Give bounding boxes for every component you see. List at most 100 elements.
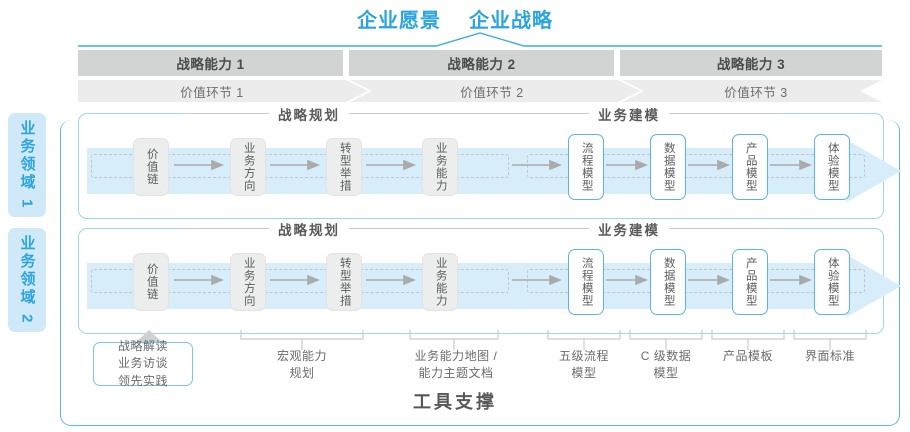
tool-label-line-1: 五级流程 [558,349,609,363]
tool-box-line-2: 业务访谈 [117,356,168,371]
capability-bar-2: 战略能力 2 [349,50,614,76]
domain-label-2-text: 业务领域 2 [18,234,36,326]
node-data-model-2[interactable]: 数据模型 [650,249,686,315]
support-label-backdrop [300,386,620,416]
node-label: 体验模型 [826,257,839,307]
section-label-modeling-1: 业务建模 [589,104,669,124]
header-title-group: 企业愿景 企业战略 [0,4,910,32]
arrow-icon [270,160,320,170]
support-footer-label: 工具支撑 [413,392,497,412]
value-chain-label-2: 价值环节 2 [460,85,524,100]
node-label: 转型举措 [338,142,351,192]
arrow-icon [270,275,320,285]
bar-gap [614,50,620,76]
capability-bar-3: 战略能力 3 [620,50,882,76]
arrow-icon [606,275,648,285]
node-label: 业务方向 [242,142,255,192]
section-rule-left-2 [184,228,269,229]
bar-gap [343,50,349,76]
business-domain-row-2: 战略规划 业务建模 价值链 业务方向 转型举措 业务能力 流程模型 数据模型 [78,219,901,334]
tool-label-line-1: 产品模板 [722,349,773,363]
title-vision: 企业愿景 [357,9,441,32]
flow-band-2 [87,255,901,317]
node-transformation-measures-2[interactable]: 转型举措 [326,253,362,311]
tool-box-strategy-inputs[interactable]: 战略解读 业务访谈 领先实践 [93,339,193,388]
tool-label-capability-map: 业务能力地图 / 能力主题文档 [385,348,527,382]
section-rule-right-1 [671,113,781,114]
tool-label-line-1: 业务能力地图 / [414,349,498,363]
node-label: 数据模型 [662,257,675,307]
tool-box-line-3: 领先实践 [117,373,168,388]
node-label: 体验模型 [826,142,839,192]
node-product-model-1[interactable]: 产品模型 [732,134,768,200]
strategy-capability-bars: 战略能力 1 战略能力 2 战略能力 3 [78,50,882,76]
node-process-model-1[interactable]: 流程模型 [568,134,604,200]
node-label: 产品模型 [744,257,757,307]
node-label: 数据模型 [662,142,675,192]
arrow-icon [366,275,416,285]
node-value-chain-2[interactable]: 价值链 [133,253,169,311]
value-chain-label-1: 价值环节 1 [180,85,244,100]
node-process-model-2[interactable]: 流程模型 [568,249,604,315]
node-label: 业务能力 [434,257,447,307]
placeholder-dash-1a [91,154,135,178]
node-business-capability-1[interactable]: 业务能力 [422,138,458,196]
arrow-icon [366,160,416,170]
domain-label-1: 业务领域 1 [8,113,46,217]
node-business-direction-2[interactable]: 业务方向 [230,253,266,311]
tool-label-ui-standard: 界面标准 [774,348,886,365]
section-rule-right-2 [671,228,781,229]
node-experience-model-2[interactable]: 体验模型 [814,249,850,315]
placeholder-dash-2a [91,269,135,293]
title-strategy: 企业战略 [469,9,553,32]
node-label: 流程模型 [580,257,593,307]
arrow-icon [174,160,224,170]
flow-band-1 [87,140,901,202]
tool-label-line-2: 能力主题文档 [418,366,494,381]
tool-label-product-template: 产品模板 [692,348,804,365]
node-label: 转型举措 [338,257,351,307]
tool-box-line-1: 战略解读 [117,338,168,353]
node-value-chain-1[interactable]: 价值链 [133,138,169,196]
tool-label-line-2: 模型 [571,366,597,381]
node-label: 产品模型 [744,142,757,192]
arrow-icon [688,160,730,170]
node-business-direction-1[interactable]: 业务方向 [230,138,266,196]
section-rule-left-1 [184,113,269,114]
title-connector-line [78,32,882,47]
domain-label-1-text: 业务领域 1 [18,119,36,211]
node-label: 流程模型 [580,142,593,192]
node-label: 价值链 [145,148,158,186]
node-data-model-1[interactable]: 数据模型 [650,134,686,200]
node-experience-model-1[interactable]: 体验模型 [814,134,850,200]
domain-label-2: 业务领域 2 [8,228,46,332]
section-label-planning-2: 战略规划 [269,219,349,239]
node-business-capability-2[interactable]: 业务能力 [422,253,458,311]
tool-label-line-1: 宏观能力 [276,349,327,363]
section-label-modeling-2: 业务建模 [589,219,669,239]
arrow-icon [770,275,812,285]
business-domain-row-1: 战略规划 业务建模 价值链 业务方向 转型举措 业务能力 流程模型 [78,104,901,219]
node-label: 业务能力 [434,142,447,192]
tool-label-data-model: C 级数据 模型 [610,348,722,382]
arrow-icon [174,275,224,285]
section-rule-mid-1 [349,113,589,114]
value-chain-arrows: 价值环节 1 价值环节 2 价值环节 3 [78,80,882,102]
node-label: 价值链 [145,263,158,301]
tool-label-line-1: C 级数据 [640,349,692,363]
arrow-icon [512,160,562,170]
arrow-icon [770,160,812,170]
node-transformation-measures-1[interactable]: 转型举措 [326,138,362,196]
node-label: 业务方向 [242,257,255,307]
tool-label-process-model: 五级流程 模型 [528,348,640,382]
capability-bar-1: 战略能力 1 [78,50,343,76]
value-chain-shapes [78,80,882,102]
arrow-icon [606,160,648,170]
bracket-connectors [134,330,867,356]
tool-label-line-2: 模型 [653,366,679,381]
section-label-planning-1: 战略规划 [269,104,349,124]
node-product-model-2[interactable]: 产品模型 [732,249,768,315]
tool-support-frame [60,120,900,426]
tool-label-line-1: 界面标准 [804,349,855,363]
